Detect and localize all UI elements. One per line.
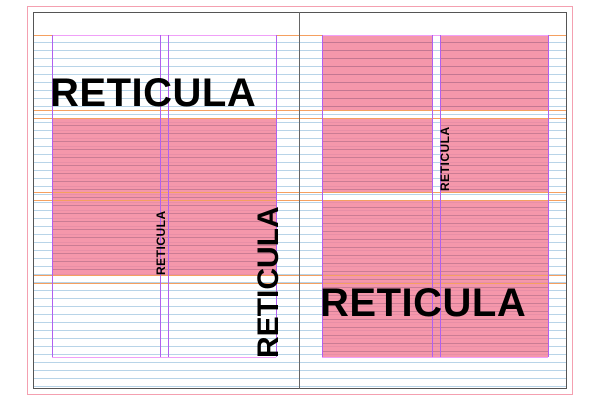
left-vertical-large[interactable]: RETICULA — [252, 206, 285, 358]
left-image-frame[interactable] — [52, 118, 276, 275]
margin-guide — [322, 35, 548, 36]
spine — [299, 12, 300, 389]
right-frame-2[interactable] — [440, 35, 548, 110]
column-guide — [168, 35, 169, 357]
bleed-guide — [27, 6, 573, 395]
column-guide — [548, 35, 549, 357]
row-guide — [34, 192, 566, 193]
row-guide — [548, 35, 566, 36]
row-guide — [34, 275, 566, 276]
right-frame-5[interactable] — [322, 200, 548, 357]
column-guide — [276, 35, 277, 357]
margin-guide — [52, 357, 276, 358]
right-frame-4[interactable] — [440, 118, 548, 192]
right-headline[interactable]: RETICULA — [320, 281, 527, 325]
page-spread — [33, 12, 567, 389]
right-frame-1[interactable] — [322, 35, 432, 110]
row-guide — [34, 110, 566, 111]
column-guide — [52, 35, 53, 357]
column-guide — [432, 35, 433, 357]
row-guide — [34, 283, 566, 284]
margin-guide — [52, 35, 276, 36]
right-vertical-small[interactable]: RETICULA — [438, 126, 452, 191]
left-vertical-small[interactable]: RETICULA — [154, 210, 168, 275]
row-guide — [34, 35, 52, 36]
row-guide — [34, 118, 566, 119]
column-guide — [440, 35, 441, 357]
left-headline[interactable]: RETICULA — [50, 71, 257, 115]
column-guide — [322, 35, 323, 357]
margin-guide — [322, 357, 548, 358]
column-guide — [160, 35, 161, 357]
row-guide — [34, 200, 566, 201]
right-frame-3[interactable] — [322, 118, 432, 192]
